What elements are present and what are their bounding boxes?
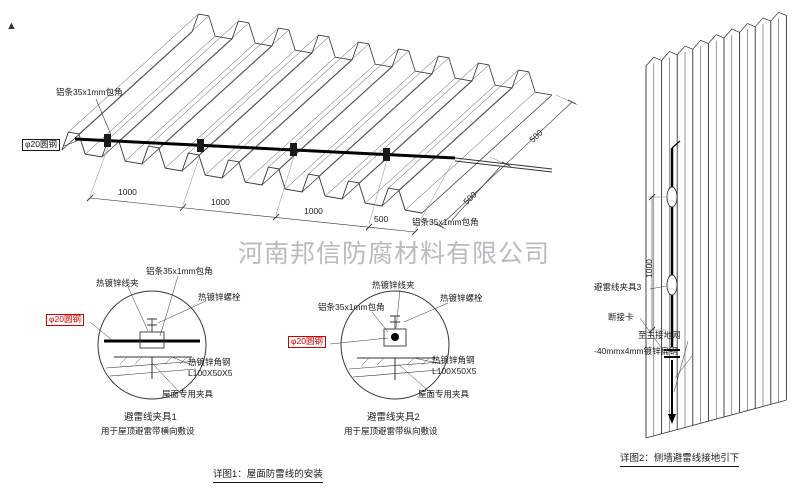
detail1-label-alu: 铝条35x1mm包角 — [146, 266, 213, 276]
wall-label-clamp3: 避雷线夹具3 — [594, 282, 642, 292]
wall-clamp — [666, 274, 678, 296]
wall-label-disconnect: 断接卡 — [608, 312, 634, 322]
lightning-wire — [74, 137, 456, 160]
detail1-label-clip: 热镀锌线夹 — [96, 278, 139, 288]
detail1-label-angle-2: L100X50X5 — [188, 368, 233, 378]
watermark: 河南邦信防腐材料有限公司 — [238, 240, 551, 268]
detail2-label-rod: φ20圆钢 — [288, 336, 326, 348]
dimension-ticks — [86, 194, 419, 236]
label-alu-strip-top: 铝条35x1mm包角 — [56, 87, 123, 97]
extension-lines — [89, 146, 453, 231]
detail1-title: 避雷线夹具1 — [124, 412, 177, 423]
corner-mark-icon: ▲ — [6, 20, 17, 32]
detail2-label-fixture: 屋面专用夹具 — [418, 389, 470, 399]
wire-clamp — [197, 139, 204, 152]
wall-corrugated-sheet — [645, 11, 787, 439]
detail2-subtitle: 用于屋顶避雷带纵向敷设 — [344, 426, 438, 436]
wall-dim-1000: 1000 — [644, 259, 654, 278]
wall-label-flat-steel: -40mmx4mm镀锌扁钢 — [594, 346, 678, 356]
caption-figure-2: 详图2：侧墙避雷线接地引下 — [620, 453, 740, 467]
dim-1000-3: 1000 — [304, 206, 323, 216]
detail1-roof-surface — [105, 360, 199, 377]
detail2-roof-surface — [348, 361, 442, 378]
detail2-label-angle-1: 热镀锌角钢 — [432, 355, 475, 365]
wall-drawing — [639, 140, 693, 424]
ground-arrow — [668, 414, 676, 424]
detail1-bolt — [147, 318, 157, 332]
wire-clamp — [104, 134, 111, 147]
detail2-label-alu: 铝条35x1mm包角 — [318, 302, 385, 312]
leader-lines — [63, 98, 501, 221]
detail1-label-angle-1: 热镀锌角钢 — [188, 357, 231, 367]
dim-1000-1: 1000 — [118, 187, 137, 197]
disconnect-card — [664, 349, 680, 358]
roof-isometric-drawing — [63, 94, 579, 236]
detail1-label-fixture: 屋面专用夹具 — [162, 389, 214, 399]
detail1-label-bolt: 热镀锌螺栓 — [198, 292, 241, 302]
wall-extension-lines — [648, 196, 666, 331]
detail1-leaders — [89, 275, 207, 396]
detail2-label-clip: 热镀锌线夹 — [372, 280, 415, 290]
wire-clamp — [383, 148, 390, 161]
detail2-label-bolt: 热镀锌螺栓 — [440, 293, 483, 303]
wall-label-to-ground: 至主接地网 — [638, 330, 681, 340]
wall-clamp — [666, 186, 678, 208]
detail2-title: 避雷线夹具2 — [367, 412, 420, 423]
dimension-chain-line — [89, 197, 416, 233]
label-alu-strip-right: 铝条35x1mm包角 — [412, 217, 479, 227]
label-round-steel: φ20圆钢 — [22, 139, 60, 151]
detail1-hatching — [119, 356, 188, 365]
detail2-label-angle-2: L100X50X5 — [432, 366, 477, 376]
detail-circle-1-drawing — [89, 275, 207, 400]
detail-circle-2-drawing — [329, 289, 450, 400]
dim-1000-2: 1000 — [211, 197, 230, 207]
detail2-bolt — [390, 315, 400, 329]
detail2-hatching — [361, 357, 430, 366]
wall-leaders — [639, 285, 693, 393]
detail1-subtitle: 用于屋顶避雷带横向敷设 — [101, 426, 195, 436]
right-dimension-ticks — [435, 99, 577, 229]
detail1-label-rod: φ20圆钢 — [46, 314, 84, 326]
detail-circle-2 — [340, 290, 450, 400]
roof-corrugated-sheet — [61, 13, 553, 214]
caption-figure-1: 详图1：屋面防雷线的安装 — [213, 469, 323, 483]
detail2-leaders — [329, 289, 449, 395]
detail2-angle-steel — [357, 357, 435, 380]
dim-500: 500 — [374, 214, 389, 224]
detail2-wire-section — [391, 333, 399, 341]
right-extension-lines — [423, 94, 579, 230]
wire-top-hook — [671, 140, 681, 149]
detail-circle-1 — [97, 290, 207, 400]
wire-clamp — [290, 143, 297, 156]
